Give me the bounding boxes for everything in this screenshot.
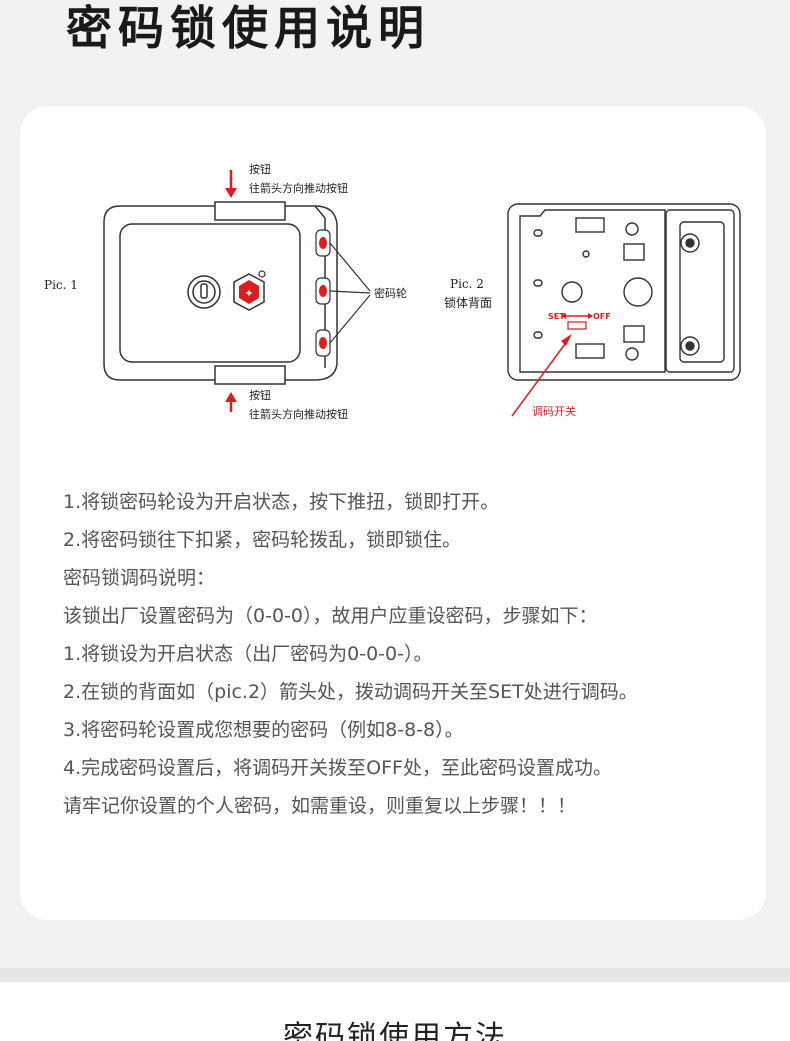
page-title: 密码锁使用说明 — [66, 1, 430, 55]
code-wheel-icon — [315, 229, 331, 257]
pic2-caption: 锁体背面 — [444, 295, 492, 310]
section-title: 密码锁使用方法 — [283, 1020, 507, 1041]
bottom-push-arrow-icon — [225, 392, 237, 412]
tsa-logo-icon: ✦ — [233, 273, 265, 311]
switch-label: 调码开关 — [532, 404, 576, 418]
instruction-line: 1.将锁密码轮设为开启状态，按下推扭，锁即打开。 — [63, 491, 500, 513]
set-label: SET — [548, 312, 565, 321]
key-cylinder-icon — [187, 275, 221, 309]
code-switch-icon: SET OFF — [548, 312, 611, 330]
instruction-line: 该锁出厂设置密码为（0-0-0），故用户应重设密码，步骤如下： — [63, 605, 598, 627]
section-divider — [0, 968, 790, 982]
off-label: OFF — [593, 312, 611, 321]
pic2-label: Pic. 2 — [450, 277, 484, 291]
instruction-line: 3.将密码轮设置成您想要的密码（例如8-8-8）。 — [63, 719, 464, 741]
switch-pointer-arrow-icon — [511, 334, 572, 417]
instruction-line: 1.将锁设为开启状态（出厂密码为0-0-0-）。 — [63, 643, 433, 665]
instruction-line: 2.将密码锁往下扣紧，密码轮拨乱，锁即锁住。 — [63, 529, 462, 551]
svg-text:✦: ✦ — [244, 287, 253, 300]
instruction-card: Pic. 1 按钮 往箭头方向推动按钮 ✦ — [20, 106, 766, 920]
top-button-label: 按钮 — [249, 162, 271, 176]
instruction-line: 2.在锁的背面如（pic.2）箭头处，拨动调码开关至SET处进行调码。 — [63, 681, 638, 703]
wheel-pointer-lines — [329, 242, 371, 344]
code-wheel-icon — [315, 277, 331, 305]
pic1-label: Pic. 1 — [44, 278, 78, 292]
indicator-dot — [258, 270, 266, 278]
instruction-line: 请牢记你设置的个人密码，如需重设，则重复以上步骤！！！ — [63, 795, 577, 817]
top-push-arrow-icon — [225, 170, 237, 198]
instruction-line: 4.完成密码设置后，将调码开关拨至OFF处，至此密码设置成功。 — [63, 757, 612, 779]
bottom-button-hint: 往箭头方向推动按钮 — [249, 407, 348, 421]
lock-back-body — [507, 203, 741, 381]
instruction-text: 1.将锁密码轮设为开启状态，按下推扭，锁即打开。 2.将密码锁往下扣紧，密码轮拨… — [63, 483, 743, 825]
bottom-button-label: 按钮 — [249, 388, 271, 402]
lock-diagram: Pic. 1 按钮 往箭头方向推动按钮 ✦ — [44, 162, 741, 421]
next-section: 密码锁使用方法 — [0, 982, 790, 1041]
wheel-label: 密码轮 — [374, 286, 407, 300]
instruction-line: 密码锁调码说明： — [63, 567, 216, 589]
top-button-hint: 往箭头方向推动按钮 — [249, 181, 348, 195]
code-wheel-icon — [315, 329, 331, 357]
